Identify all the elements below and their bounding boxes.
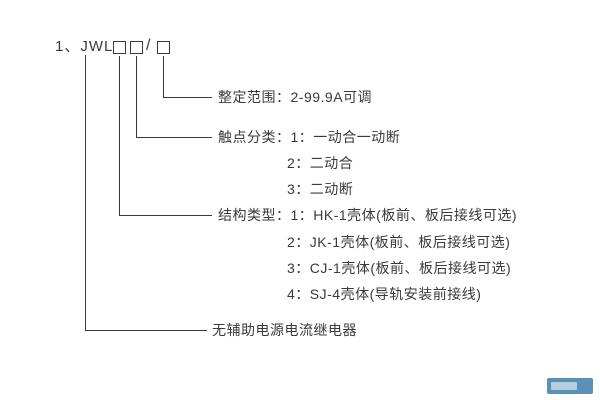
connector-range-hline: [163, 97, 212, 99]
setting-range-label: 整定范围：2-99.9A可调: [218, 89, 373, 105]
structure-code-box: [113, 41, 126, 54]
relay-description-label: 无辅助电源电流继电器: [212, 322, 357, 338]
structure-type-label: 结构类型：1：HK-1壳体(板前、板后接线可选): [218, 207, 518, 223]
connector-structure-hline: [119, 215, 212, 217]
contact-class-item-2: 2：二动合: [287, 155, 354, 171]
range-code-box: [157, 41, 170, 54]
connector-contact-vline: [136, 56, 138, 138]
model-title: 1、JWL -: [55, 38, 124, 55]
connector-contact-hline: [136, 137, 212, 139]
connector-structure-vline: [119, 56, 121, 216]
slash-separator: /: [146, 37, 151, 54]
structure-type-item-4: 4：SJ-4壳体(导轨安装前接线): [287, 286, 482, 302]
structure-type-item-3: 3：CJ-1壳体(板前、板后接线可选): [287, 260, 512, 276]
connector-range-vline: [163, 56, 165, 98]
contact-code-box: [130, 41, 143, 54]
contact-class-item-3: 3：二动断: [287, 181, 354, 197]
connector-relay-vline: [85, 55, 87, 331]
watermark-logo: [547, 378, 593, 394]
structure-type-item-2: 2：JK-1壳体(板前、板后接线可选): [287, 234, 511, 250]
connector-relay-hline: [85, 330, 207, 332]
contact-class-label: 触点分类：1：一动合一动断: [218, 129, 401, 145]
